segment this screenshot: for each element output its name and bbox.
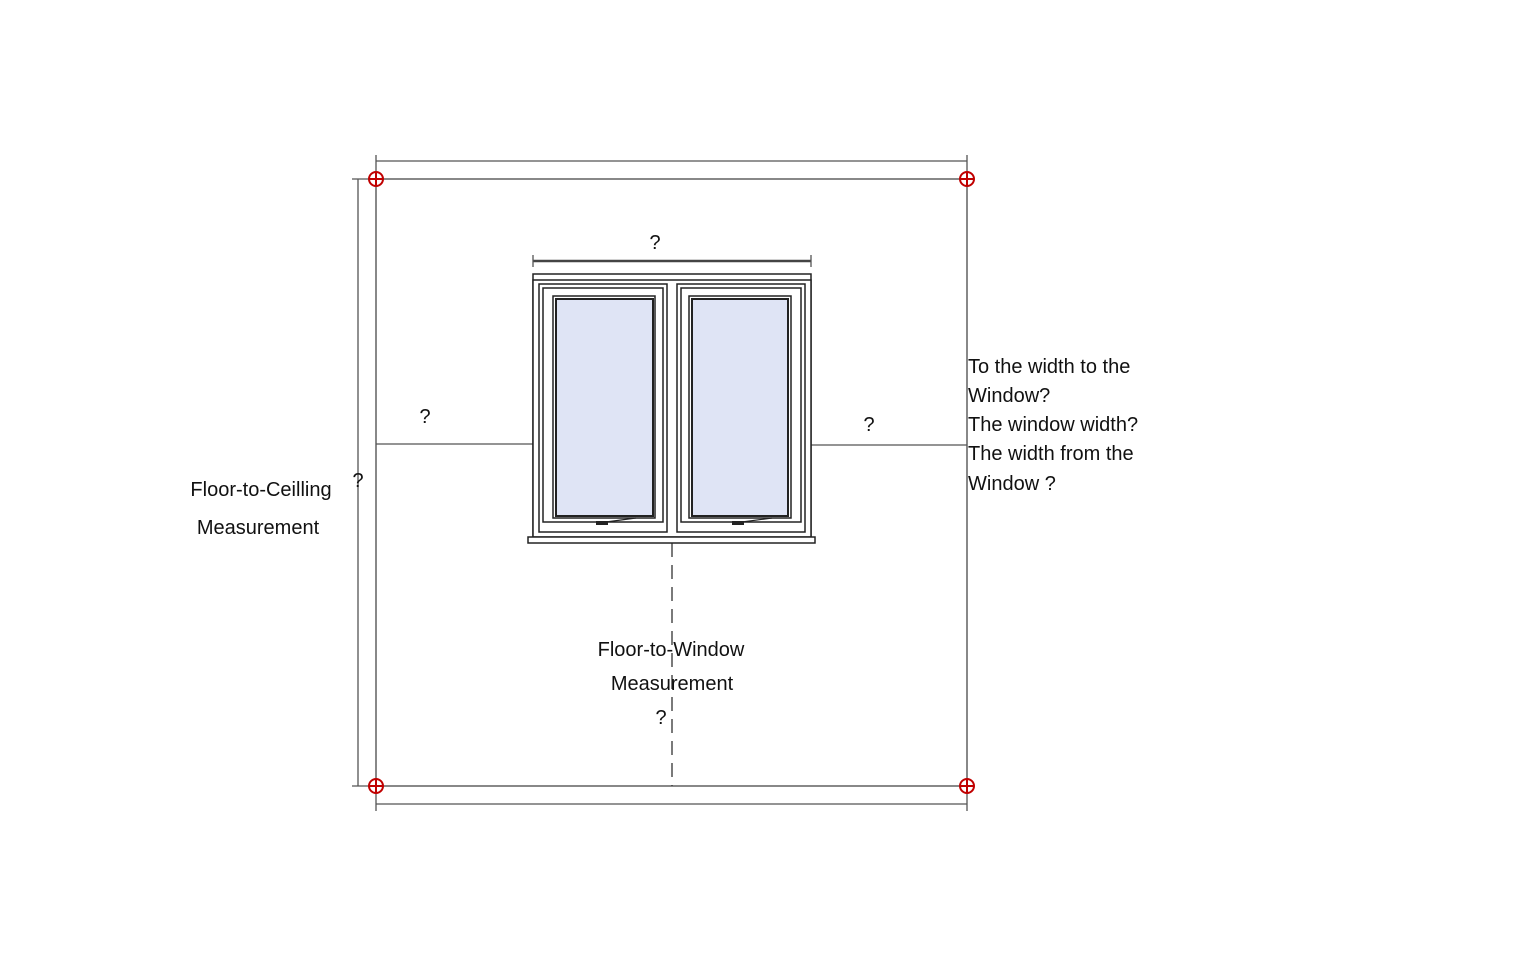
note-line: The width from the [968, 443, 1134, 465]
window-width-dimension [532, 255, 812, 267]
left-gap-value: ? [419, 406, 430, 428]
floor-to-window-label-line2: Measurement [611, 673, 734, 695]
note-line: To the width to the [968, 356, 1130, 378]
right-gap-value: ? [863, 414, 874, 436]
right-pane-glass [691, 298, 789, 517]
note-line: Window ? [968, 473, 1056, 495]
bottom-dimension-line [375, 786, 968, 811]
handle-icon [732, 517, 773, 525]
corner-marker-icon [368, 171, 384, 187]
floor-to-ceiling-label: Floor-to-Ceilling [190, 479, 331, 501]
note-line: Window? [968, 385, 1050, 407]
floor-to-window-value: ? [655, 707, 666, 729]
note-line: The window width? [968, 414, 1138, 436]
width-notes: To the width to the Window? The window w… [968, 356, 1138, 495]
left-pane-glass [555, 298, 654, 517]
window-width-value: ? [649, 232, 660, 254]
corner-marker-icon [368, 778, 384, 794]
window-sill [527, 536, 816, 544]
window [527, 273, 816, 544]
floor-to-ceiling-label-line2: Measurement [197, 517, 320, 539]
floor-to-ceiling-value: ? [352, 470, 363, 492]
floor-to-window-label: Floor-to-Window [598, 639, 745, 661]
corner-marker-icon [959, 171, 975, 187]
handle-icon [596, 517, 637, 525]
corner-marker-icon [959, 778, 975, 794]
top-dimension-line [375, 155, 968, 179]
